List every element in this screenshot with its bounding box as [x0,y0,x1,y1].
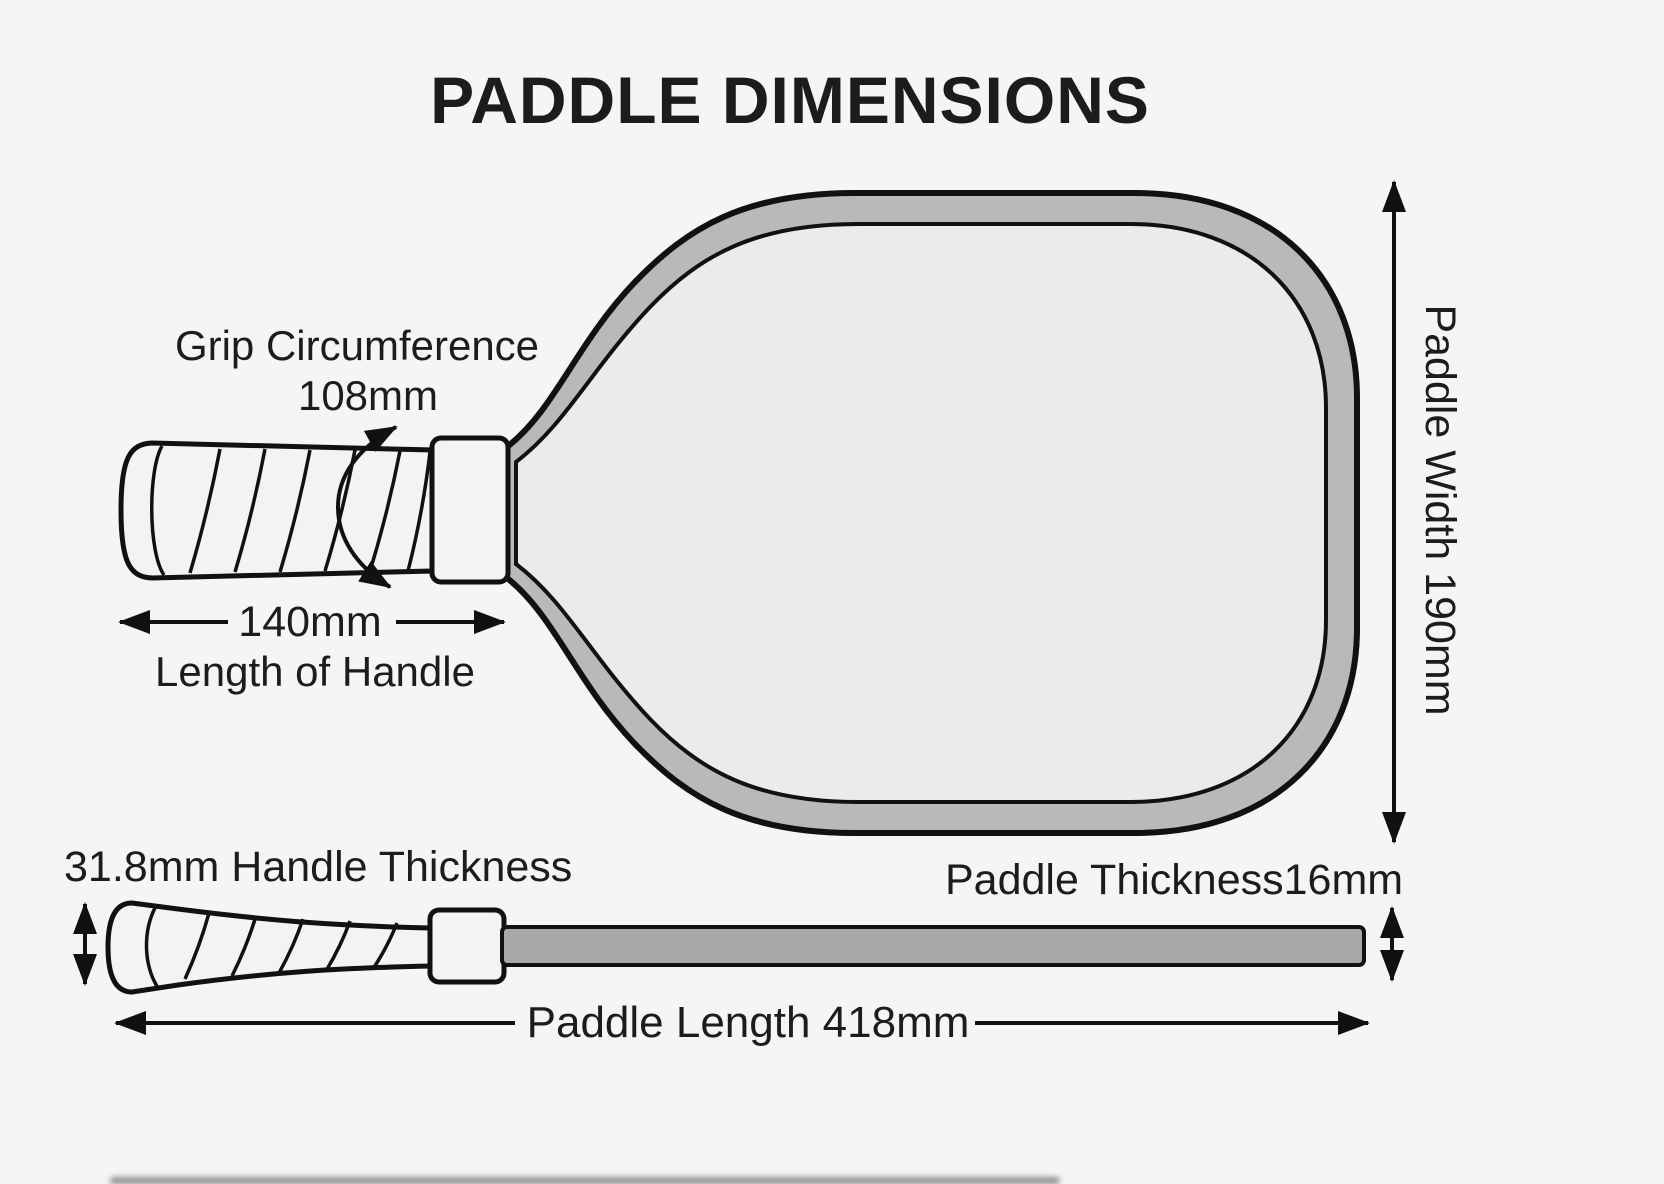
paddle-thickness-label: Paddle Thickness16mm [945,856,1404,904]
paddle-top-view [118,190,1360,836]
grip-circumference-label: Grip Circumference [174,322,540,369]
paddle-face [514,222,1328,804]
paddle-side-view [105,900,1366,995]
paddle-length-label: Paddle Length 418mm [526,998,970,1047]
dimension-arrows [73,180,1406,1035]
side-blade [500,925,1366,967]
side-wrap-lines [183,912,399,980]
handle-length-value: 140mm [238,598,382,646]
side-butt-cap-line [144,905,160,989]
grip-circumference-value: 108mm [297,372,439,419]
handle-thickness-label: 31.8mm Handle Thickness [64,843,573,891]
bottom-edge-artifact [110,1177,1060,1184]
side-handle-grip [105,900,435,995]
handle-collar [429,435,511,585]
side-collar [427,907,507,985]
diagram-title: PADDLE DIMENSIONS [430,63,1150,137]
paddle-width-label: Paddle Width 190mm [1416,304,1464,716]
grip-butt-cap-line [150,445,166,576]
handle-length-caption: Length of Handle [155,648,475,695]
grip-circumference-arrow [335,425,398,589]
